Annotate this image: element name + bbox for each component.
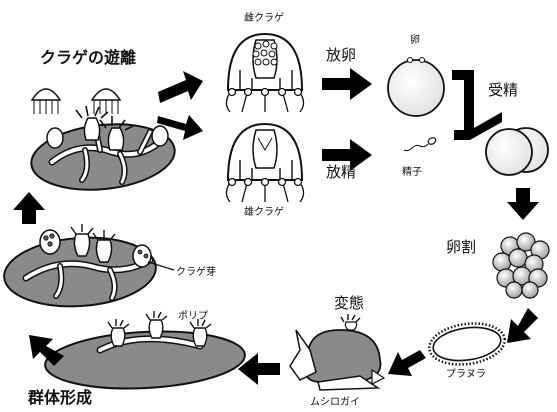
label-male-medusa: 雄クラゲ [244,208,284,218]
label-metamorphosis: 変態 [334,296,364,311]
label-planula: プラヌラ [446,370,486,380]
sperm-illustration [404,136,437,150]
snail-shell-illustration [290,314,384,390]
medusa-release-colony [28,89,178,196]
arrow-up-icon [13,192,45,224]
arrow-down-1-icon [507,188,539,220]
arrow-to-female-icon [158,71,203,103]
label-fertilization: 受精 [488,83,518,98]
label-cleavage: 卵割 [446,240,476,255]
budding-colony [2,224,174,311]
arrow-to-metamorphosis-icon [388,350,426,376]
label-medusa-bud: クラゲ芽 [176,268,216,278]
cleavage-embryo-illustration [493,233,549,298]
label-sperm: 精子 [402,168,422,178]
label-spawn-sperm: 放精 [326,165,356,180]
planula-illustration [427,319,508,369]
label-egg: 卵 [410,36,420,46]
spawn-eggs-arrow-icon [322,68,372,100]
female-medusa [226,34,303,112]
label-polyp: ポリプ [178,312,208,322]
label-medusa-release: クラゲの遊離 [40,50,136,66]
label-spawn-eggs: 放卵 [326,48,356,63]
fertilized-egg-illustration [486,128,548,175]
male-medusa [226,124,303,202]
label-female-medusa: 雌クラゲ [244,14,284,24]
egg-illustration [388,58,444,117]
polyp-colony [44,311,247,393]
label-settled-larva: ムシロガイ [310,398,360,408]
arrow-to-planula-icon [507,308,538,343]
label-colony-formation: 群体形成 [28,390,92,406]
